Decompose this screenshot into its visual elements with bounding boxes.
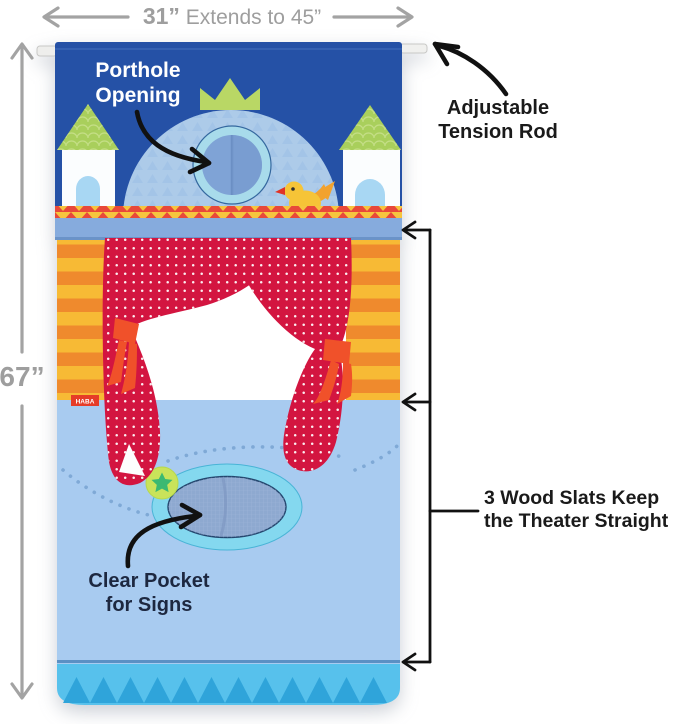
height-measure-label: 67”	[0, 361, 45, 392]
curtain-tie-right	[313, 339, 353, 404]
curtain-right	[223, 238, 352, 472]
brand-tag: HABA	[71, 395, 99, 406]
star-badge	[145, 466, 179, 500]
zigzag-trim	[55, 206, 402, 218]
striped-panel-left	[57, 240, 111, 400]
tension-rod-left-end	[36, 45, 58, 57]
tension-rod-arrow	[432, 41, 509, 97]
wood-slats-callout: 3 Wood Slats Keep the Theater Straight	[484, 487, 669, 532]
tension-rod-callout: Adjustable Tension Rod	[438, 97, 558, 143]
curtain-left	[102, 238, 289, 486]
wood-slats-bracket	[401, 220, 480, 672]
porthole	[192, 125, 272, 205]
porthole-callout: Porthole Opening	[95, 59, 181, 107]
bottom-slat-seam	[57, 660, 400, 663]
crown	[200, 78, 260, 110]
striped-panel-right	[346, 240, 400, 400]
svg-text:HABA: HABA	[76, 399, 95, 406]
width-measure-label: 31” Extends to 45”	[142, 3, 322, 29]
clear-pocket-callout: Clear Pocket for Signs	[88, 570, 210, 616]
bottom-trim	[57, 664, 400, 705]
slat-pocket-bar	[55, 218, 402, 240]
tension-rod-right-end	[399, 43, 428, 54]
curtain-tie-left	[107, 318, 139, 394]
